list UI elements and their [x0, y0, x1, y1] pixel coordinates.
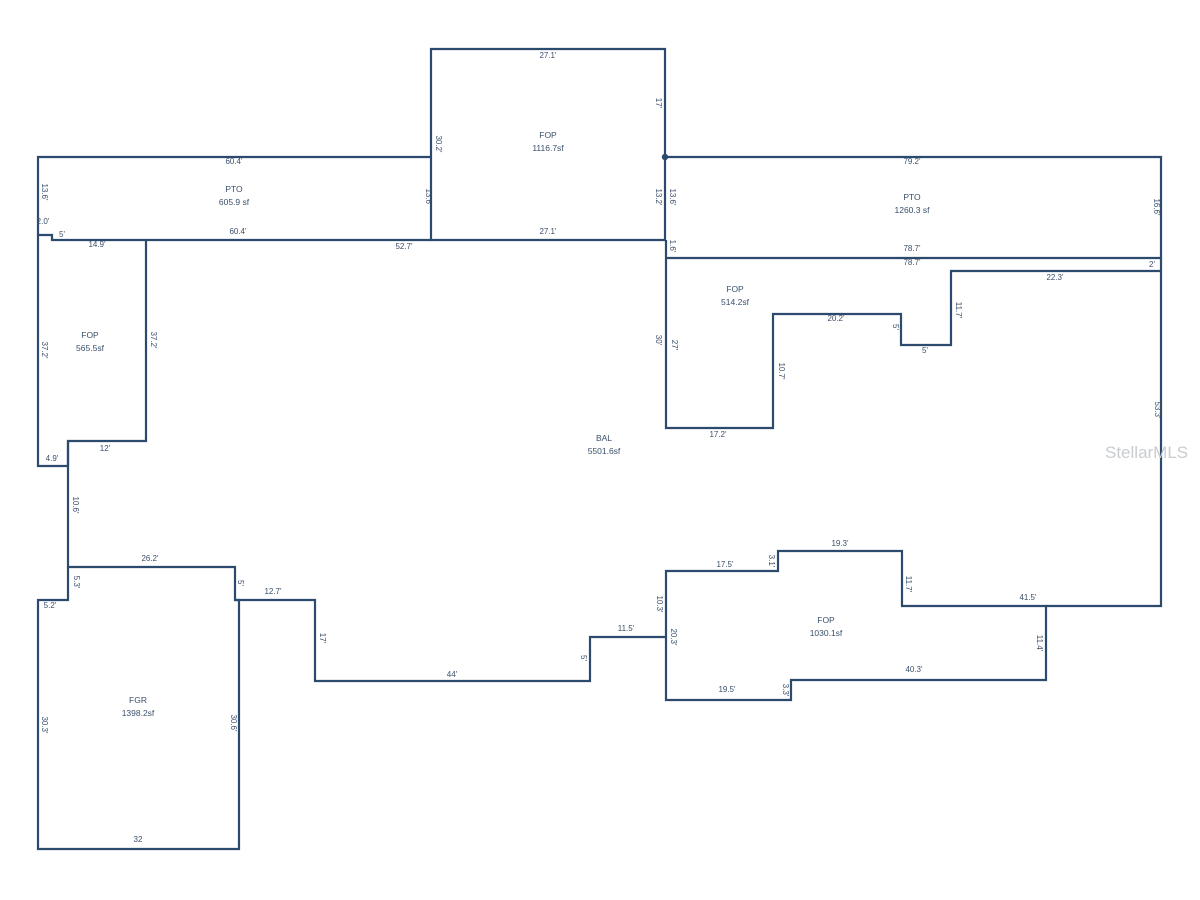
- dimension-label: 37.2': [40, 341, 49, 359]
- dimension-label: 40.3': [905, 665, 923, 674]
- dimension-label: 5': [59, 230, 65, 239]
- dimension-label: 12': [100, 444, 111, 453]
- area-code-label: PTO: [903, 192, 921, 202]
- area-size-label: 565.5sf: [76, 343, 105, 353]
- dimension-label: 13.6': [40, 183, 49, 201]
- bal-right-outline: [1046, 258, 1163, 608]
- dimension-label: 37.2': [149, 331, 158, 349]
- dimension-label: 5': [891, 324, 900, 330]
- dimension-label: 20.3': [669, 628, 678, 646]
- garage-outline: [36, 567, 241, 851]
- dimension-label: 1.6': [668, 240, 677, 253]
- dimension-label: 78.7': [903, 244, 921, 253]
- dimension-label: 32: [134, 835, 143, 844]
- area-code-label: BAL: [596, 433, 612, 443]
- dimension-label: 17.5': [716, 560, 734, 569]
- dimension-label: 4.9': [46, 454, 59, 463]
- dimension-label: 2.0': [37, 217, 50, 226]
- area-code-label: PTO: [225, 184, 243, 194]
- dimension-label: 5.3': [72, 576, 81, 589]
- area-code-label: FOP: [726, 284, 744, 294]
- bal-outline: [66, 441, 666, 683]
- area-size-label: 514.2sf: [721, 297, 750, 307]
- dimension-label: 19.5': [718, 685, 736, 694]
- area-size-label: 1260.3 sf: [895, 205, 931, 215]
- dimension-label: 16.6': [1152, 198, 1161, 216]
- area-code-label: FOP: [539, 130, 557, 140]
- dimension-label: 5': [922, 346, 928, 355]
- dimension-label: 20.2': [827, 314, 845, 323]
- dimension-label: 30.3': [40, 716, 49, 734]
- dimension-label: 10.3': [655, 595, 664, 613]
- dimension-label: 27.1': [539, 51, 557, 60]
- dimension-label: 79.2': [903, 157, 921, 166]
- dimension-label: 13.2': [654, 188, 663, 206]
- dimension-label: 52.7': [395, 242, 413, 251]
- dimension-label: 5': [579, 655, 588, 661]
- junction-dot: [661, 153, 669, 161]
- area-size-label: 1030.1sf: [810, 628, 843, 638]
- dimension-label: 22.3': [1046, 273, 1064, 282]
- dimension-label: 3.3': [781, 684, 790, 697]
- dimension-label: 10.7': [777, 362, 786, 380]
- area-code-label: FGR: [129, 695, 147, 705]
- dimension-label: 13.6': [424, 188, 433, 206]
- dimension-label: 30.2': [434, 135, 443, 153]
- dimension-label: 19.3': [831, 539, 849, 548]
- walls: [36, 47, 1163, 851]
- dimension-label: 53.3': [1153, 401, 1162, 419]
- pto-left-outline: [36, 155, 431, 242]
- dimension-label: 11.5': [618, 624, 635, 633]
- dimension-label: 12.7': [264, 587, 282, 596]
- dimension-label: 17': [654, 98, 663, 109]
- dimension-label: 44': [447, 670, 458, 679]
- area-code-label: FOP: [817, 615, 835, 625]
- dimension-label: 5': [236, 580, 245, 586]
- dimension-label: 27.1': [539, 227, 557, 236]
- dimension-label: 26.2': [141, 554, 159, 563]
- dimension-label: 13.6': [668, 188, 677, 206]
- area-size-label: 1398.2sf: [122, 708, 155, 718]
- dimension-label: 17': [318, 633, 327, 644]
- dimension-label: 78.7': [903, 258, 921, 267]
- area-code-label: FOP: [81, 330, 99, 340]
- dimension-label: 41.5': [1019, 593, 1037, 602]
- dimension-label: 11.4': [1035, 635, 1044, 652]
- area-size-label: 1116.7sf: [532, 143, 564, 153]
- dimension-label: 2': [1149, 260, 1155, 269]
- dimension-label: 30.6': [229, 714, 238, 732]
- fop-mid-right-outline: [664, 240, 1161, 430]
- dimension-label: 17.2': [709, 430, 727, 439]
- dimension-label: 3.1': [767, 555, 776, 568]
- pto-right-outline: [665, 155, 1163, 260]
- dimension-label: 30': [654, 335, 663, 346]
- dimension-label: 5.2': [44, 601, 57, 610]
- area-size-label: 5501.6sf: [588, 446, 621, 456]
- labels: 27.1' 60.4' 13.6' 13.6' 30.2' 17' 13.2' 13.6' 79…: [37, 51, 1162, 844]
- area-size-label: 605.9 sf: [219, 197, 250, 207]
- dimension-label: 27': [670, 340, 679, 351]
- dimension-label: 11.7': [954, 302, 963, 319]
- dimension-label: 60.4': [225, 157, 243, 166]
- watermark: StellarMLS: [1105, 443, 1188, 462]
- dimension-label: 11.7': [904, 576, 913, 593]
- fop-lower-right-outline: [664, 549, 1048, 702]
- dimension-label: 60.4': [229, 227, 247, 236]
- dimension-label: 10.6': [71, 496, 80, 514]
- dimension-label: 14.9': [88, 240, 106, 249]
